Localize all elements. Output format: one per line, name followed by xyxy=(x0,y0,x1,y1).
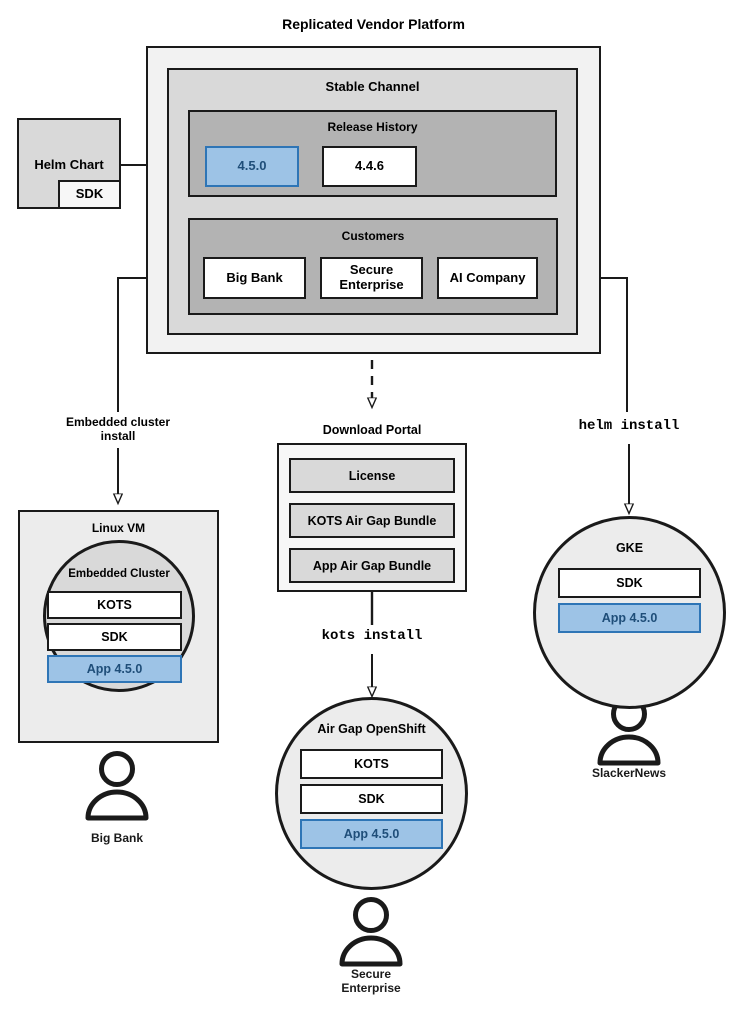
persona-label-big-bank: Big Bank xyxy=(90,831,143,845)
openshift-component-kots[interactable]: KOTS xyxy=(300,749,443,779)
persona-label-slackernews: SlackerNews xyxy=(591,766,667,780)
person-icon-big-bank xyxy=(85,751,149,821)
customers-title: Customers xyxy=(341,229,405,243)
release-chip-4-4-6[interactable]: 4.4.6 xyxy=(322,146,417,187)
customer-secure-enterprise[interactable]: Secure Enterprise xyxy=(320,257,423,299)
portal-artifact-kots-air-gap-bundle[interactable]: KOTS Air Gap Bundle xyxy=(289,503,455,538)
flow-label-line1: Embedded cluster xyxy=(65,415,171,429)
helm-chart-label: Helm Chart xyxy=(34,157,104,172)
openshift-component-app[interactable]: App 4.5.0 xyxy=(300,819,443,849)
linux-vm-component-kots[interactable]: KOTS xyxy=(47,591,182,619)
customer-ai-company[interactable]: AI Company xyxy=(437,257,538,299)
target-linux-vm-title: Linux VM xyxy=(91,521,146,535)
stable-channel-title: Stable Channel xyxy=(325,79,420,94)
persona-line2: Enterprise xyxy=(341,981,401,996)
diagram-title: Replicated Vendor Platform xyxy=(282,16,465,32)
release-chip-4-5-0[interactable]: 4.5.0 xyxy=(205,146,299,187)
gke-component-sdk[interactable]: SDK xyxy=(558,568,701,598)
flow-label-helm-install: helm install xyxy=(578,418,680,434)
persona-label-secure-enterprise: Secure Enterprise xyxy=(311,967,431,996)
embedded-cluster-title: Embedded Cluster xyxy=(68,568,170,580)
portal-artifact-app-air-gap-bundle[interactable]: App Air Gap Bundle xyxy=(289,548,455,583)
person-icon-secure-enterprise xyxy=(339,897,403,967)
helm-chart-sdk-box[interactable]: SDK xyxy=(58,180,121,209)
flow-label-kots-install: kots install xyxy=(321,628,423,644)
flow-label-line2: install xyxy=(100,429,136,444)
persona-line1: Secure xyxy=(350,967,392,981)
customer-big-bank[interactable]: Big Bank xyxy=(203,257,306,299)
portal-artifact-license[interactable]: License xyxy=(289,458,455,493)
target-openshift-title: Air Gap OpenShift xyxy=(317,722,426,736)
openshift-component-sdk[interactable]: SDK xyxy=(300,784,443,814)
flow-label-embedded-cluster-install: Embedded cluster install xyxy=(48,415,188,443)
linux-vm-component-sdk[interactable]: SDK xyxy=(47,623,182,651)
gke-component-app[interactable]: App 4.5.0 xyxy=(558,603,701,633)
download-portal-title: Download Portal xyxy=(322,423,422,437)
release-history-title: Release History xyxy=(327,120,418,134)
target-gke-title: GKE xyxy=(615,541,644,555)
linux-vm-component-app[interactable]: App 4.5.0 xyxy=(47,655,182,683)
